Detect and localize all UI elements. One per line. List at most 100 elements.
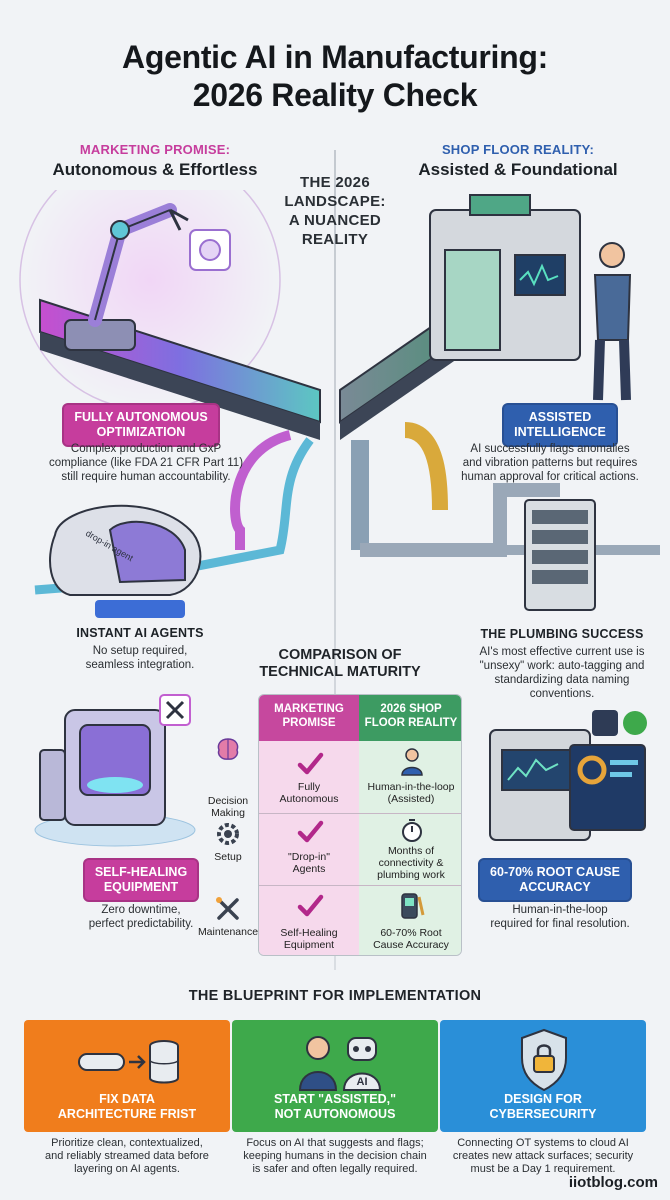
analytics-terminal-illustration <box>489 710 647 841</box>
row-label-setup: Setup <box>214 851 242 863</box>
checkmark-icon <box>297 752 324 775</box>
card-desc-start-assisted-line-1: Focus on AI that suggests and flags; <box>246 1137 424 1149</box>
marketing-promise-subtitle: Autonomous & Effortless <box>52 160 258 179</box>
comparison-heading-line-2: TECHNICAL MATURITY <box>259 664 421 680</box>
tools-icon <box>216 897 239 920</box>
card-title-data-architecture-line-2: ARCHITECTURE FRIST <box>57 1107 197 1121</box>
instant-ai-agents-desc-line-2: seamless integration. <box>85 659 195 671</box>
robot-ai-label: AI <box>357 1076 368 1088</box>
landscape-label-line-4: REALITY <box>301 231 369 248</box>
data-pipeline-icon <box>78 1040 179 1084</box>
card-desc-start-assisted-line-2: keeping humans in the decision chain <box>243 1150 427 1162</box>
fully-autonomous-badge: FULLY AUTONOMOUS OPTIMIZATION <box>62 403 220 447</box>
card-desc-data-architecture-line-2: and reliably streamed data before <box>45 1150 209 1162</box>
card-desc-data-architecture-line-3: layering on AI agents. <box>74 1163 180 1175</box>
assisted-intelligence-desc-line-2: and vibration patterns but requires <box>462 457 638 469</box>
root-cause-badge-line-2: ACCURACY <box>519 880 591 894</box>
brain-icon <box>217 738 239 760</box>
fully-autonomous-desc-line-3: still require human accountability. <box>61 471 231 483</box>
title-line-2: 2026 Reality Check <box>192 77 478 113</box>
assisted-intelligence-desc-line-1: AI successfully flags anomalies <box>470 443 630 455</box>
diagnostic-device-icon <box>401 893 425 919</box>
promise-decision-line-1: Fully <box>297 781 321 793</box>
title-line-1: Agentic AI in Manufacturing: <box>122 39 548 75</box>
assisted-intelligence-desc-line-3: human approval for critical actions. <box>461 471 639 483</box>
blueprint-card-cybersecurity: DESIGN FOR CYBERSECURITY <box>440 1020 646 1132</box>
root-cause-section: 60-70% ROOT CAUSE ACCURACY <box>470 858 640 902</box>
human-and-robot-icon: AI <box>298 1036 382 1091</box>
blueprint-heading: THE BLUEPRINT FOR IMPLEMENTATION <box>188 988 482 1004</box>
reality-setup: Months of connectivity & plumbing work <box>359 845 461 881</box>
fully-autonomous-desc-line-2: compliance (like FDA 21 CFR Part 11) <box>48 457 244 469</box>
column-header-reality-line-1: 2026 SHOP <box>380 703 442 715</box>
shop-floor-reality-subtitle: Assisted & Foundational <box>418 160 618 179</box>
fully-autonomous-desc: Complex production and GxP compliance (l… <box>26 442 266 484</box>
marketing-column <box>259 741 359 955</box>
instant-ai-agents-heading: INSTANT AI AGENTS <box>76 626 204 640</box>
center-divider <box>334 150 336 970</box>
marketing-promise-kicker: MARKETING PROMISE: <box>79 142 231 157</box>
reality-decision-making: Human-in-the-loop (Assisted) <box>359 781 461 805</box>
promise-setup: "Drop-in" Agents <box>259 851 359 875</box>
plumbing-success-desc: AI's most effective current use is "unse… <box>462 645 662 701</box>
promise-setup-line-2: Agents <box>292 863 326 875</box>
landscape-label: THE 2026 LANDSCAPE: A NUANCED REALITY <box>270 173 400 249</box>
reality-decision-line-1: Human-in-the-loop <box>367 781 455 793</box>
card-desc-cybersecurity-line-2: creates new attack surfaces; security <box>452 1150 634 1162</box>
card-title-cybersecurity-line-2: CYBERSECURITY <box>489 1107 597 1121</box>
reality-column <box>359 741 461 955</box>
promise-decision-making: Fully Autonomous <box>259 781 359 805</box>
landscape-label-line-3: A NUANCED <box>288 212 382 229</box>
column-header-marketing-line-1: MARKETING <box>274 703 344 715</box>
card-title-cybersecurity: DESIGN FOR CYBERSECURITY <box>440 1092 646 1122</box>
self-healing-desc-line-2: perfect predictability. <box>88 918 194 930</box>
reality-maintenance-line-1: 60-70% Root <box>380 927 442 939</box>
promise-setup-line-1: "Drop-in" <box>288 851 330 863</box>
card-desc-cybersecurity: Connecting OT systems to cloud AI create… <box>440 1137 646 1176</box>
comparison-heading: COMPARISON OF TECHNICAL MATURITY <box>240 647 440 681</box>
marketing-promise-header: MARKETING PROMISE: Autonomous & Effortle… <box>30 142 280 180</box>
row-label-decision-making: Decision Making <box>196 795 260 819</box>
card-desc-start-assisted-line-3: is safer and often legally required. <box>252 1163 418 1175</box>
comparison-heading-line-1: COMPARISON OF <box>278 647 402 663</box>
row-divider <box>259 813 461 814</box>
promise-decision-line-2: Autonomous <box>279 793 339 805</box>
checkmark-icon <box>297 820 324 843</box>
assisted-intelligence-section: ASSISTED INTELLIGENCE <box>500 403 620 447</box>
reality-maintenance-line-2: Cause Accuracy <box>373 939 449 951</box>
instant-ai-agents-section: INSTANT AI AGENTS No setup required, sea… <box>40 626 240 672</box>
row-label-maintenance: Maintenance <box>197 926 259 938</box>
card-desc-start-assisted: Focus on AI that suggests and flags; kee… <box>232 1137 438 1176</box>
self-healing-desc-line-1: Zero downtime, <box>101 904 181 916</box>
root-cause-desc-line-1: Human-in-the-loop <box>512 904 608 916</box>
self-healing-badge-line-2: EQUIPMENT <box>103 880 179 894</box>
column-header-reality: 2026 SHOP FLOOR REALITY <box>359 695 461 741</box>
fully-autonomous-badge-line-2: OPTIMIZATION <box>96 425 186 439</box>
self-healing-section: SELF-HEALING EQUIPMENT <box>56 858 226 902</box>
card-desc-cybersecurity-line-1: Connecting OT systems to cloud AI <box>457 1137 629 1149</box>
promise-maintenance-line-2: Equipment <box>283 939 335 951</box>
stopwatch-icon <box>402 819 422 842</box>
row-setup: Setup <box>196 820 260 863</box>
landscape-illustration: drop-in agent <box>19 190 660 618</box>
plumbing-success-desc-line-2: "unsexy" work: auto-tagging and <box>479 660 645 672</box>
promise-maintenance: Self-Healing Equipment <box>259 927 359 951</box>
fully-autonomous-desc-line-1: Complex production and GxP <box>70 443 222 455</box>
card-desc-cybersecurity-line-3: must be a Day 1 requirement. <box>470 1163 616 1175</box>
site-credit: iiotblog.com <box>568 1174 658 1191</box>
reality-setup-line-1: Months of <box>387 845 435 857</box>
blueprint-card-data-architecture: FIX DATA ARCHITECTURE FRIST <box>24 1020 230 1132</box>
fully-autonomous-section: FULLY AUTONOMOUS OPTIMIZATION <box>56 403 226 447</box>
page-title: Agentic AI in Manufacturing: 2026 Realit… <box>0 38 670 114</box>
plumbing-success-desc-line-3: standardizing data naming <box>494 674 630 686</box>
instant-ai-agents-desc: No setup required, seamless integration. <box>40 644 240 672</box>
card-title-start-assisted: START "ASSISTED," NOT AUTONOMOUS <box>232 1092 438 1122</box>
card-desc-data-architecture-line-1: Prioritize clean, contextualized, <box>51 1137 203 1149</box>
self-healing-badge: SELF-HEALING EQUIPMENT <box>82 858 200 902</box>
landscape-label-line-2: LANDSCAPE: <box>284 193 386 210</box>
reality-setup-line-3: plumbing work <box>377 869 445 881</box>
assisted-intelligence-badge-line-1: ASSISTED <box>528 410 592 424</box>
root-cause-badge: 60-70% ROOT CAUSE ACCURACY <box>478 858 632 902</box>
reality-setup-line-2: connectivity & <box>378 857 444 869</box>
card-title-data-architecture-line-1: FIX DATA <box>99 1092 155 1106</box>
